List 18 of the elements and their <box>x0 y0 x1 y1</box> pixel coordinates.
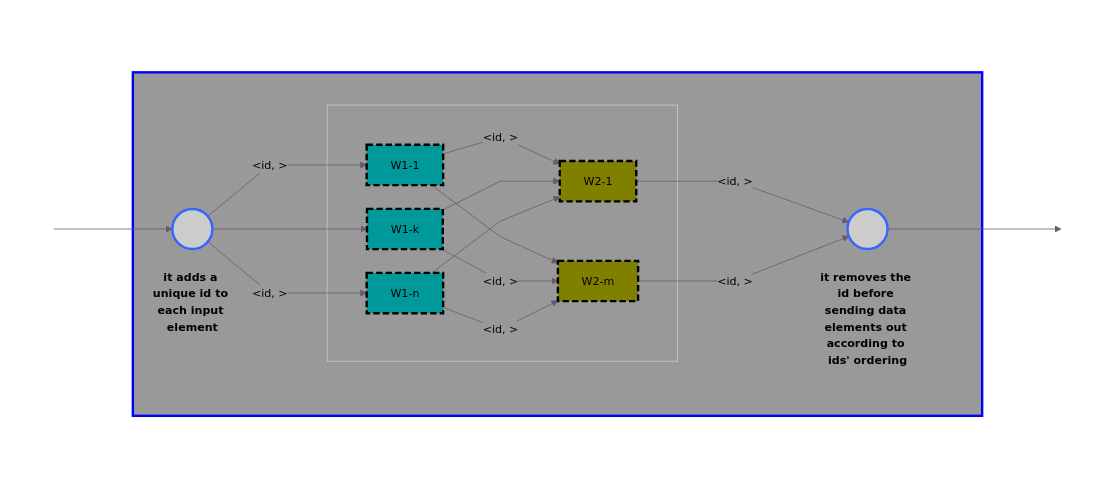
node-circle <box>846 207 889 251</box>
node-label: it adds a unique id to each input element <box>152 270 229 333</box>
edge-label: <id, > <box>482 322 519 336</box>
node-box: W2-m <box>556 259 640 303</box>
node-label: it removes the id before sending data elements out according to ids' ordering <box>820 270 912 367</box>
edge-label: <id, > <box>251 286 288 299</box>
node-box: W2-1 <box>558 159 638 203</box>
node-box: W1-n <box>365 271 445 315</box>
node-circle <box>171 207 214 251</box>
cluster <box>131 71 984 417</box>
edge-label: <id, > <box>482 274 519 287</box>
node-box: W1-k <box>365 207 444 251</box>
edge-label: <id, > <box>482 130 519 143</box>
cluster <box>326 104 679 362</box>
node-box: W1-1 <box>365 143 445 187</box>
edge-label: <id, > <box>251 158 288 171</box>
edge-label: <id, > <box>717 274 753 287</box>
edge-label: <id, > <box>717 174 753 188</box>
